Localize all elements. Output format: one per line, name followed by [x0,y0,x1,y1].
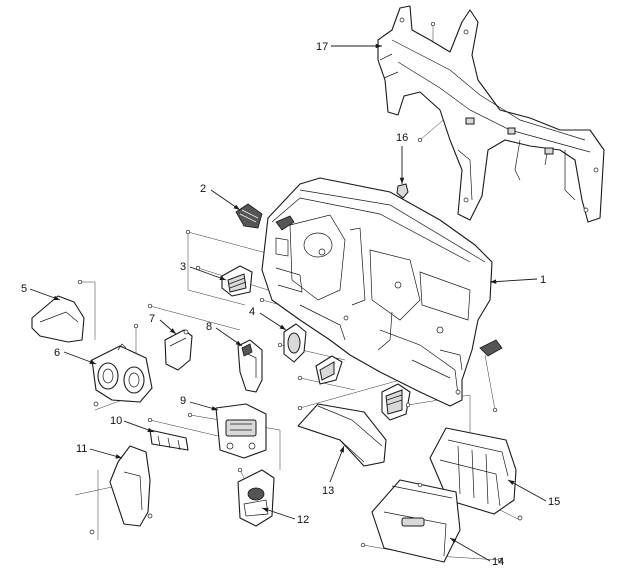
callout-4: 4 [249,306,255,318]
callout-16: 16 [396,132,408,144]
callout-10: 10 [110,415,122,427]
console-upper-panel [237,469,275,527]
crash-pad-main-panel [261,177,493,407]
center-side-trim [237,339,263,393]
callout-15: 15 [548,496,560,508]
callout-1: 1 [540,274,546,286]
instrument-cluster [91,343,153,407]
crash-pad-lower-cover [164,329,193,371]
callout-7: 7 [149,313,155,325]
fastener-screws [77,21,503,563]
callout-12: 12 [297,514,309,526]
center-air-vent-left [221,265,253,297]
callout-6: 6 [54,347,60,359]
callout-11: 11 [76,443,87,455]
callout-9: 9 [180,395,186,407]
center-fascia-panel [215,403,267,459]
center-lower-panel [89,445,153,535]
lower-crash-pad [297,403,387,467]
center-air-vent-right [283,323,307,363]
passenger-air-vent [381,383,411,421]
callout-leaders [29,43,547,562]
side-air-vent-right [479,339,503,357]
callout-13: 13 [322,485,334,497]
switch-bar [149,429,189,451]
cluster-hood [31,295,85,343]
callout-5: 5 [21,283,27,295]
callout-8: 8 [206,321,212,333]
cowl-cross-bar [377,5,605,223]
glove-box [371,479,461,563]
clip-fastener [396,183,409,199]
callout-17: 17 [316,41,328,53]
lower-air-vent [315,355,343,385]
callout-14: 14 [492,556,504,568]
callout-3: 3 [180,261,186,273]
callout-2: 2 [200,183,206,195]
callout-numbers: 1 2 3 4 5 6 7 8 9 10 11 12 13 14 15 16 1… [21,41,560,568]
side-air-vent-left [235,203,263,229]
